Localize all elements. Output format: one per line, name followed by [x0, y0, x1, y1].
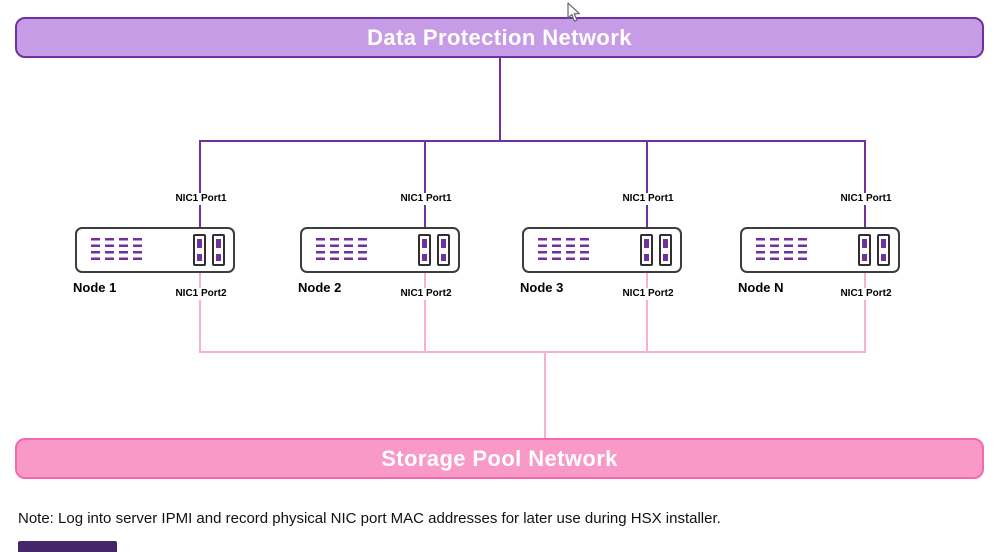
server-icon: [75, 227, 235, 273]
nic-ports: [193, 234, 225, 266]
nic-port-icon: [437, 234, 450, 266]
nic-port-icon: [193, 234, 206, 266]
nic1-port1-label: NIC1 Port1: [835, 193, 897, 205]
nic1-port2-label: NIC1 Port2: [395, 288, 457, 300]
storage-bottom-vertical: [544, 351, 546, 439]
nic1-port1-label: NIC1 Port1: [395, 193, 457, 205]
nic-port-icon: [659, 234, 672, 266]
nic1-port1-label: NIC1 Port1: [617, 193, 679, 205]
storage-drop-node4: [864, 271, 866, 353]
nic1-port2-label: NIC1 Port2: [617, 288, 679, 300]
data-protection-network-banner: Data Protection Network: [15, 17, 984, 58]
connector-drop-node1: [199, 140, 201, 229]
node-n: NIC1 Port1 Node N NIC1 Port2: [738, 193, 900, 307]
nic-port-icon: [418, 234, 431, 266]
purple-chip: [18, 541, 117, 552]
server-vents-icon: [316, 238, 371, 262]
nic1-port1-label: NIC1 Port1: [170, 193, 232, 205]
node-name-label: Node 1: [73, 280, 117, 295]
server-icon: [300, 227, 460, 273]
connector-drop-node2: [424, 140, 426, 229]
server-vents-icon: [538, 238, 593, 262]
data-protection-network-label: Data Protection Network: [367, 24, 632, 50]
nic-port-icon: [212, 234, 225, 266]
nic-port-icon: [877, 234, 890, 266]
node-name-label: Node N: [738, 280, 784, 295]
node-1: NIC1 Port1 Node 1 NIC1 Port2: [73, 193, 235, 307]
node-name-label: Node 2: [298, 280, 342, 295]
connector-drop-node3: [646, 140, 648, 229]
node-2: NIC1 Port1 Node 2 NIC1 Port2: [298, 193, 460, 307]
nic1-port2-label: NIC1 Port2: [835, 288, 897, 300]
storage-horizontal: [199, 351, 866, 353]
server-vents-icon: [756, 238, 811, 262]
nic-ports: [418, 234, 450, 266]
note-text: Note: Log into server IPMI and record ph…: [18, 510, 721, 527]
storage-drop-node3: [646, 271, 648, 353]
nic-ports: [858, 234, 890, 266]
server-vents-icon: [91, 238, 146, 262]
server-icon: [740, 227, 900, 273]
mouse-cursor-icon: [567, 2, 580, 22]
connector-top-vertical: [499, 57, 501, 141]
connector-drop-node4: [864, 140, 866, 229]
node-3: NIC1 Port1 Node 3 NIC1 Port2: [520, 193, 682, 307]
storage-drop-node1: [199, 271, 201, 353]
nic1-port2-label: NIC1 Port2: [170, 288, 232, 300]
storage-drop-node2: [424, 271, 426, 353]
storage-pool-network-label: Storage Pool Network: [381, 445, 618, 471]
storage-pool-network-banner: Storage Pool Network: [15, 438, 984, 479]
nic-port-icon: [640, 234, 653, 266]
nic-port-icon: [858, 234, 871, 266]
server-icon: [522, 227, 682, 273]
connector-top-horizontal: [199, 140, 866, 142]
node-name-label: Node 3: [520, 280, 564, 295]
nic-ports: [640, 234, 672, 266]
